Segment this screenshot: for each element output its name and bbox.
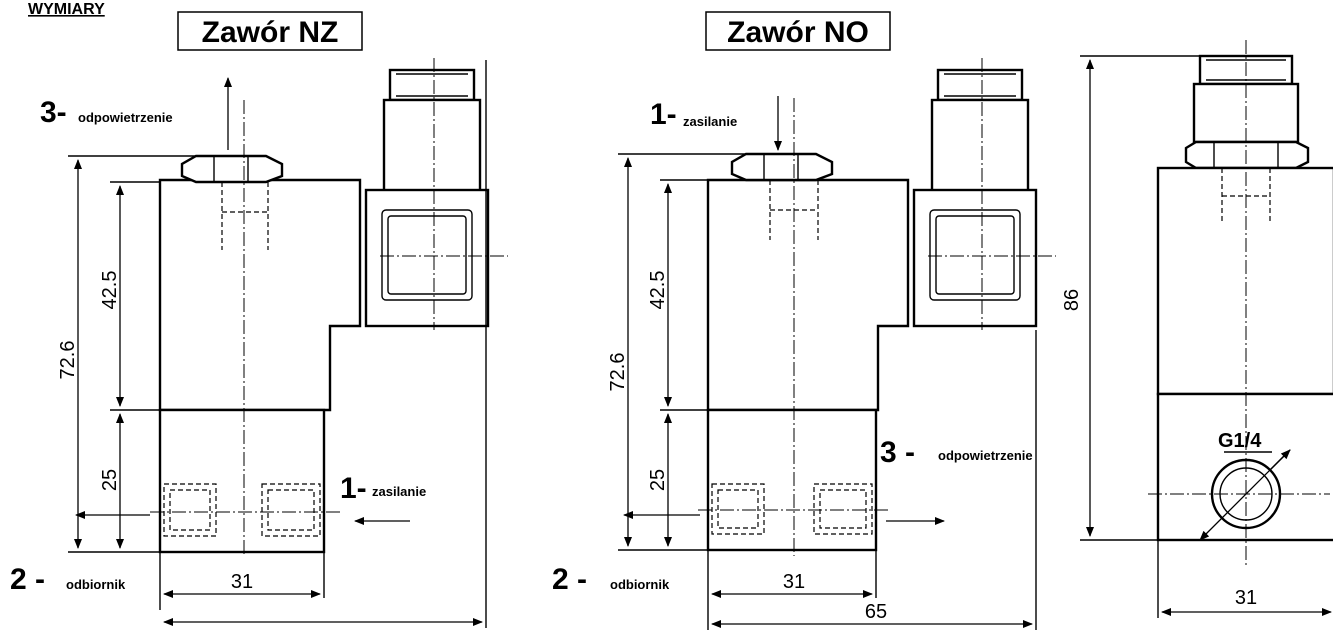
nz-dim-body-width: 31: [231, 571, 253, 593]
no-dim-body-height: 25: [647, 469, 669, 491]
nz-port3-label: odpowietrzenie: [78, 110, 173, 125]
no-dim-body-width: 31: [783, 571, 805, 593]
view-no-title: Zawór NO: [727, 16, 869, 49]
view-no: Zawór NO 1- zasilanie 3 - od: [552, 11, 1056, 630]
nz-port1-number: 1-: [340, 472, 367, 505]
side-dim-width: 31: [1235, 587, 1257, 609]
nz-port2-number: 2 -: [10, 563, 45, 596]
view-side: G1/4 86 31: [1061, 40, 1333, 618]
nz-dim-overall-height: 72.6: [57, 341, 79, 380]
no-dim-coil-height: 42.5: [647, 271, 669, 310]
no-port2-label: odbiornik: [610, 577, 670, 592]
side-dim-height: 86: [1061, 289, 1083, 311]
nz-port3-number: 3-: [40, 96, 67, 129]
header-label: WYMIARY: [28, 1, 105, 18]
no-port2-number: 2 -: [552, 563, 587, 596]
nz-dim-body-height: 25: [99, 469, 121, 491]
nz-port2-label: odbiornik: [66, 577, 126, 592]
no-dim-total-width: 65: [865, 601, 887, 623]
side-thread-label: G1/4: [1218, 430, 1262, 452]
nz-dim-coil-height: 42.5: [99, 271, 121, 310]
no-port1-number: 1-: [650, 98, 677, 131]
no-port1-label: zasilanie: [683, 114, 737, 129]
view-nz-title: Zawór NZ: [202, 16, 339, 49]
nz-port1-label: zasilanie: [372, 484, 426, 499]
no-port3-number: 3 -: [880, 436, 915, 469]
no-port3-label: odpowietrzenie: [938, 448, 1033, 463]
view-nz: Zawór NZ 3- odpowietrzenie: [10, 11, 508, 628]
no-dim-overall-height: 72.6: [607, 353, 629, 392]
